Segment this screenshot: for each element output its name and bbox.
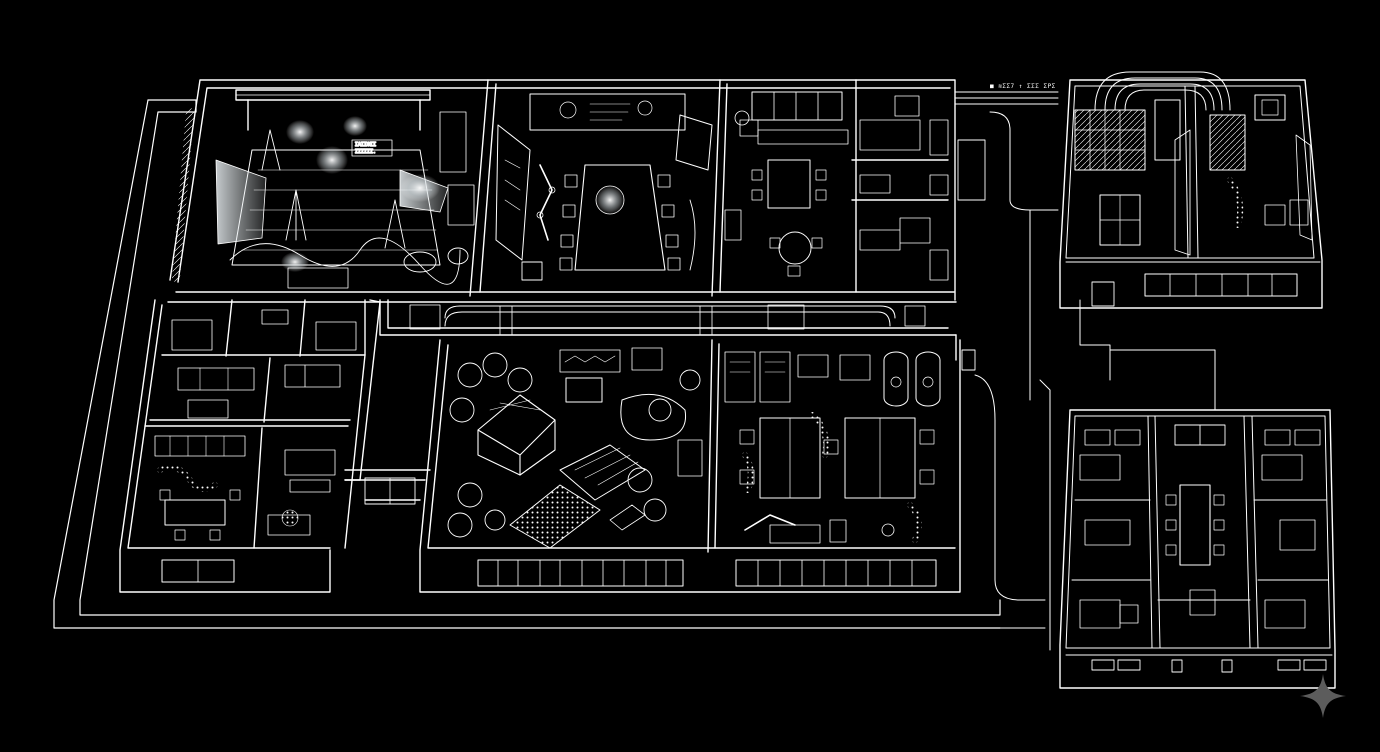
stage-sign-line-1: ΣΑΣΣΟΣΣ	[355, 142, 376, 148]
lower-left-rooms	[154, 309, 357, 583]
sparkle-icon	[1300, 674, 1346, 718]
robotics-lab	[724, 351, 941, 544]
legend-text: ■ ≋ΣΣ7 ↑ ΣΣΣ ΣΡΣ	[990, 83, 1056, 90]
main-building	[53, 79, 1001, 629]
server-building	[1059, 71, 1323, 309]
studio-stage-room: ΣΑΣΣΟΣΣ ΣΣΣΣΣΣ.	[172, 89, 475, 289]
dorm-building	[1059, 409, 1336, 689]
office-rooms-top	[724, 91, 949, 281]
stage-sign-line-2: ΣΣΣΣΣΣ.	[355, 149, 376, 155]
garden-model-room	[447, 347, 703, 549]
corridor-pipes	[409, 304, 926, 336]
facade-windows	[364, 477, 937, 587]
legend-bar: ■ ≋ΣΣ7 ↑ ΣΣΣ ΣΡΣ	[990, 83, 1056, 90]
utility-conduits	[954, 91, 1216, 651]
conference-room	[495, 93, 713, 281]
